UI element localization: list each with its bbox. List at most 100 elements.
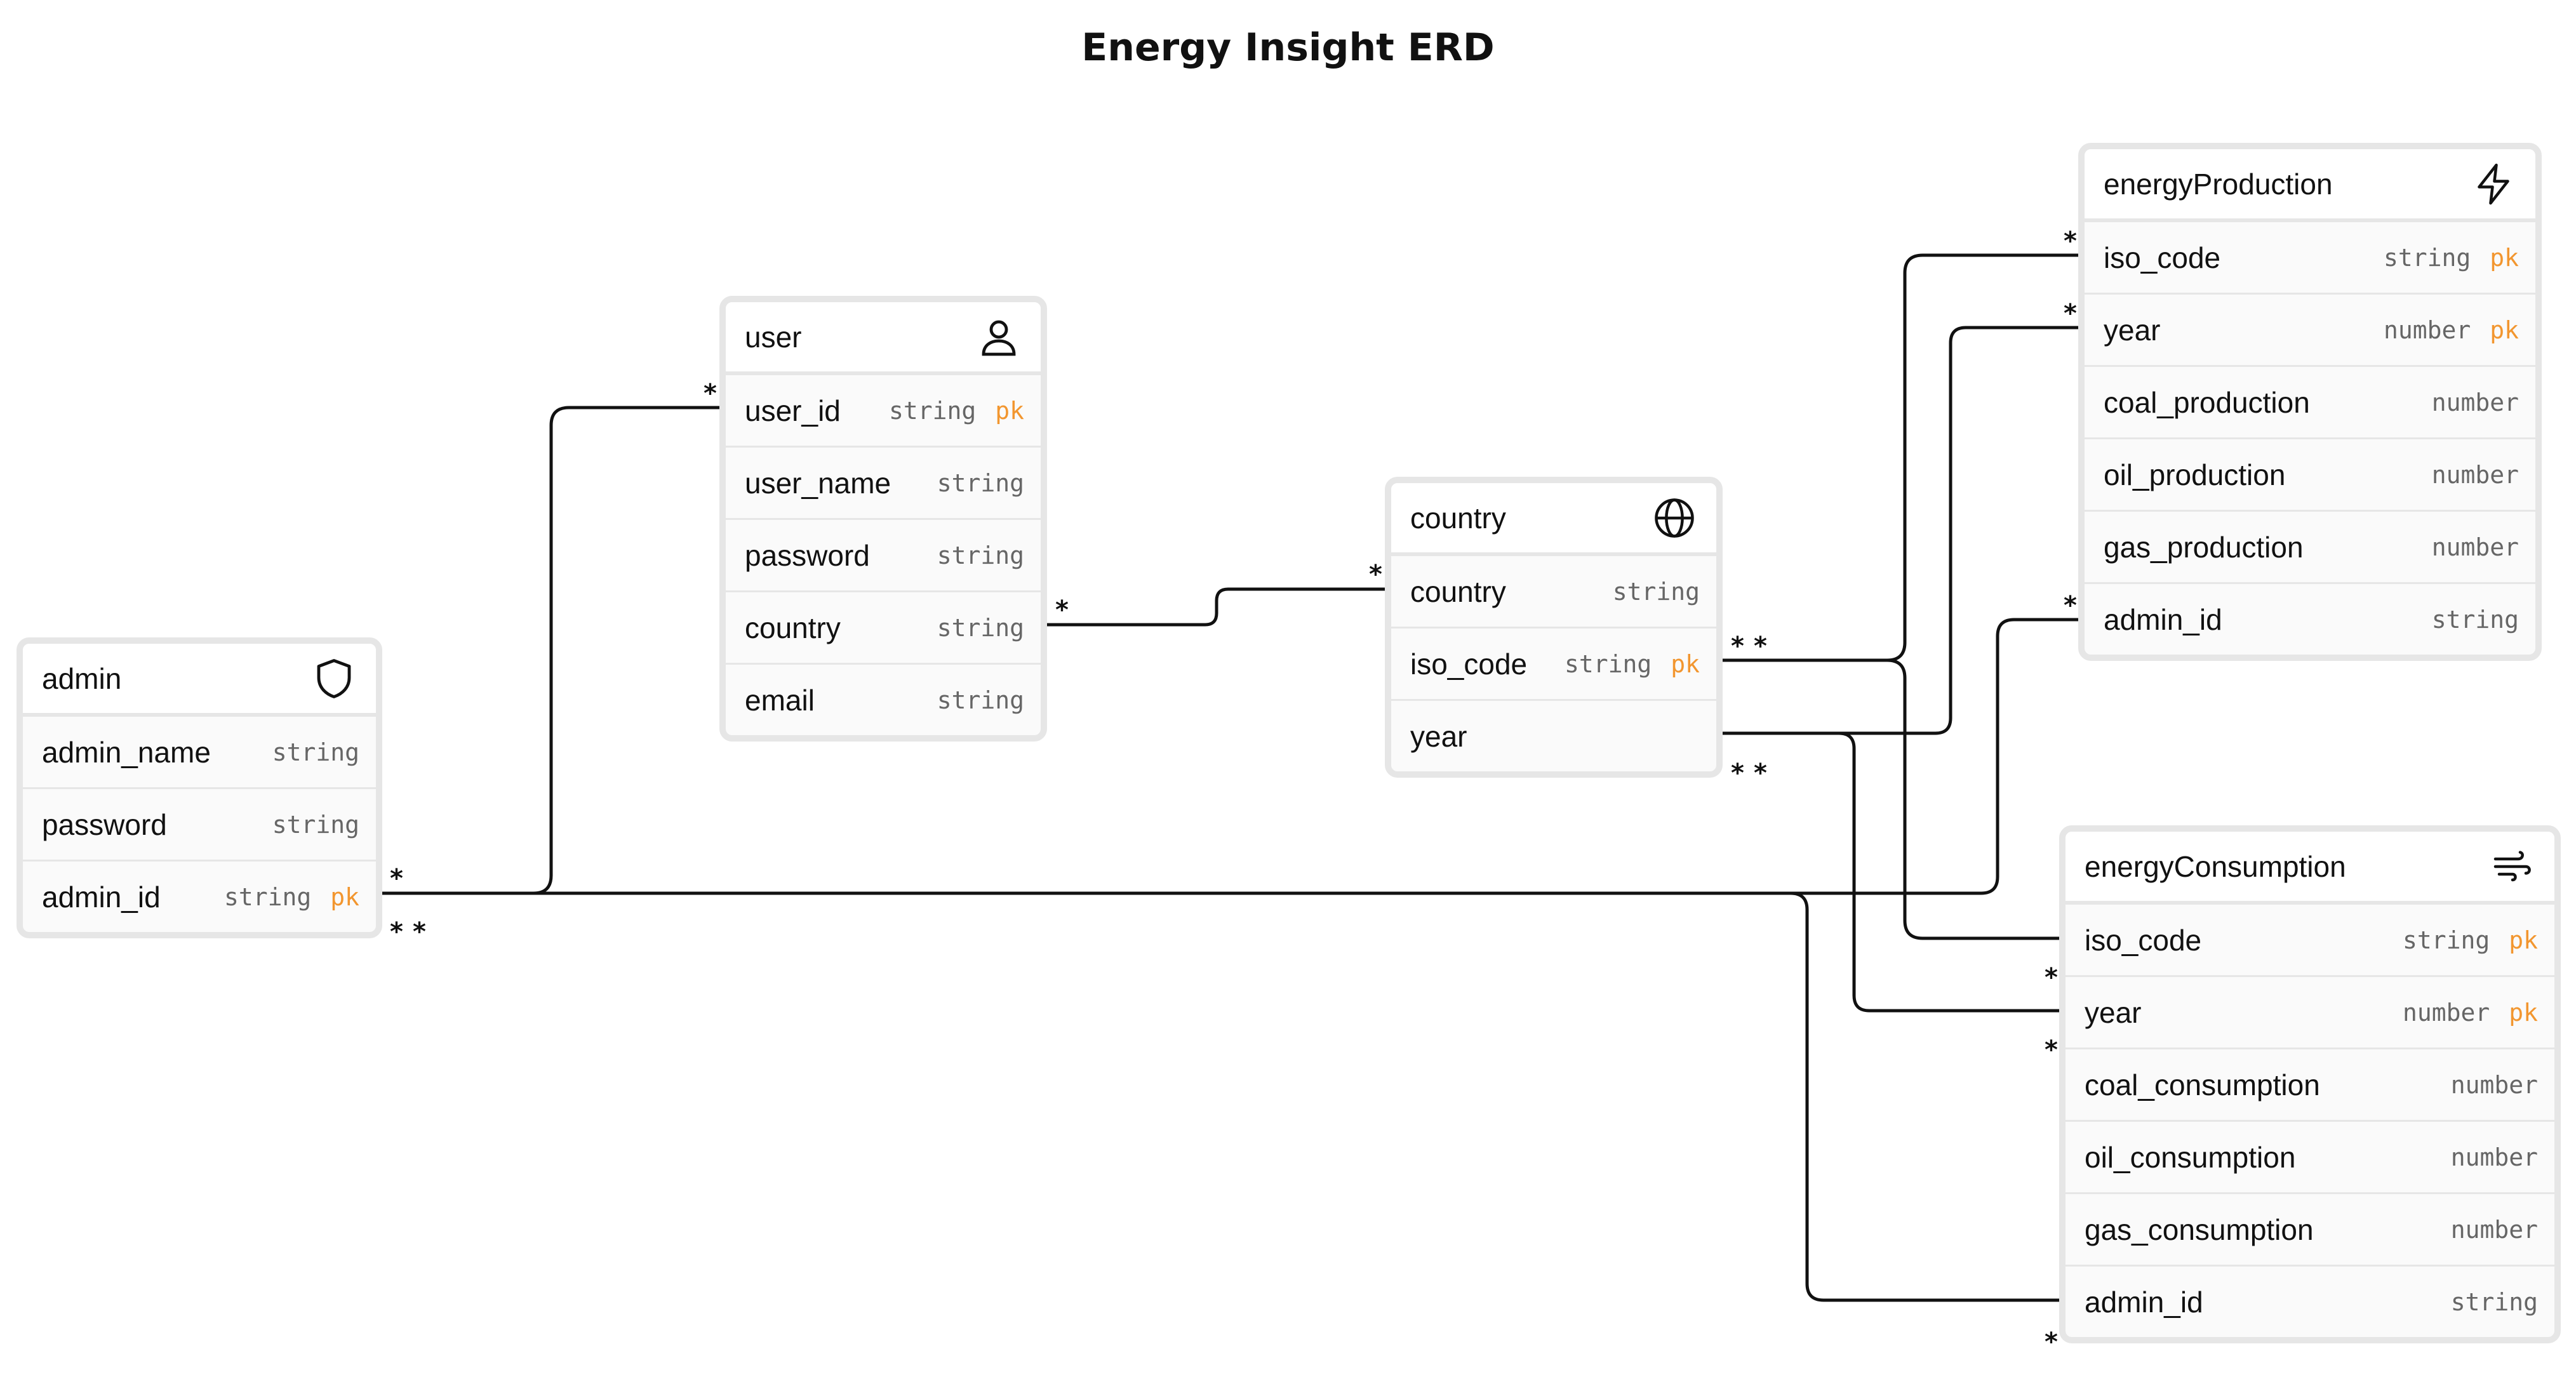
- cardinality-label: *: [1055, 595, 1069, 625]
- field-name: iso_code: [1410, 647, 1528, 681]
- field-type: number: [2450, 1143, 2538, 1171]
- table-energy-production[interactable]: energyProduction iso_code string pk year …: [2078, 143, 2542, 661]
- table-header: user: [726, 302, 1041, 373]
- cardinality-label: *: [2045, 963, 2058, 992]
- field-row[interactable]: oil_consumption number: [2065, 1120, 2554, 1192]
- field-name: user_name: [745, 466, 891, 500]
- table-name: energyConsumption: [2085, 849, 2346, 883]
- field-row[interactable]: year: [1391, 699, 1716, 771]
- field-name: country: [1410, 575, 1506, 608]
- table-name: country: [1410, 501, 1506, 535]
- field-row[interactable]: year number pk: [2065, 975, 2554, 1048]
- field-type: string: [937, 541, 1024, 569]
- field-row[interactable]: user_id string pk: [726, 373, 1041, 446]
- lightning-icon: [2468, 159, 2519, 210]
- cardinality-label: *: [2064, 227, 2077, 256]
- field-type: number: [2431, 533, 2519, 561]
- field-row[interactable]: user_name string: [726, 446, 1041, 518]
- cardinality-label: *: [1754, 759, 1767, 788]
- field-row[interactable]: country string: [726, 590, 1041, 663]
- cardinality-label: *: [413, 917, 426, 947]
- field-name: admin_id: [2085, 1285, 2203, 1319]
- field-type: string: [1564, 649, 1652, 678]
- field-name: admin_name: [42, 735, 211, 769]
- field-name: gas_consumption: [2085, 1213, 2314, 1246]
- table-header: energyConsumption: [2065, 832, 2554, 903]
- field-type: string: [224, 882, 312, 911]
- field-type: number: [2402, 998, 2490, 1027]
- field-name: year: [2085, 995, 2142, 1029]
- field-name: email: [745, 683, 815, 717]
- field-name: iso_code: [2104, 241, 2221, 274]
- field-name: admin_id: [42, 880, 161, 914]
- field-row[interactable]: year number pk: [2085, 293, 2535, 365]
- relation-country-production-iso: [1711, 253, 2090, 662]
- field-name: year: [1410, 719, 1467, 753]
- field-name: password: [42, 808, 167, 841]
- field-type: number: [2383, 316, 2471, 344]
- field-row[interactable]: admin_name string: [23, 715, 376, 787]
- cardinality-label: *: [1731, 759, 1744, 788]
- field-type: string: [937, 469, 1024, 497]
- field-type: number: [2450, 1215, 2538, 1244]
- primary-key-badge: pk: [2490, 316, 2519, 344]
- cardinality-label: *: [1754, 632, 1767, 661]
- cardinality-label: *: [390, 917, 403, 947]
- field-type: number: [2431, 460, 2519, 489]
- field-row[interactable]: coal_consumption number: [2065, 1048, 2554, 1120]
- field-row[interactable]: country string: [1391, 554, 1716, 627]
- field-type: string: [888, 396, 977, 425]
- field-type: number: [2431, 388, 2519, 416]
- field-type: string: [2450, 1287, 2538, 1316]
- field-type: string: [2402, 926, 2490, 954]
- field-name: password: [745, 538, 870, 572]
- relation-country-production-year: [1711, 326, 2090, 735]
- relation-admin-consumption: [370, 891, 2071, 1302]
- cardinality-label: *: [1369, 560, 1382, 589]
- field-type: string: [2431, 605, 2519, 634]
- cardinality-label: *: [390, 864, 403, 893]
- field-name: gas_production: [2104, 530, 2304, 564]
- field-type: string: [2383, 243, 2471, 272]
- field-name: coal_consumption: [2085, 1068, 2320, 1101]
- table-header: energyProduction: [2085, 149, 2535, 220]
- primary-key-badge: pk: [2490, 243, 2519, 272]
- cardinality-label: *: [2045, 1327, 2058, 1357]
- field-row[interactable]: admin_id string: [2065, 1265, 2554, 1337]
- cardinality-label: *: [2045, 1035, 2058, 1065]
- table-name: energyProduction: [2104, 167, 2333, 201]
- cardinality-label: *: [1731, 632, 1744, 661]
- field-type: string: [272, 810, 359, 839]
- table-header: admin: [23, 644, 376, 715]
- table-name: user: [745, 320, 802, 354]
- field-name: user_id: [745, 394, 841, 427]
- field-row[interactable]: gas_production number: [2085, 510, 2535, 582]
- field-row[interactable]: password string: [726, 518, 1041, 590]
- field-name: oil_production: [2104, 458, 2286, 491]
- diagram-title: Energy Insight ERD: [1081, 25, 1495, 70]
- field-row[interactable]: iso_code string pk: [2085, 220, 2535, 293]
- field-row[interactable]: oil_production number: [2085, 437, 2535, 510]
- primary-key-badge: pk: [995, 396, 1024, 425]
- field-type: string: [937, 686, 1024, 714]
- primary-key-badge: pk: [2509, 998, 2538, 1027]
- table-header: country: [1391, 483, 1716, 554]
- relation-admin-production: [370, 618, 2090, 895]
- field-name: oil_consumption: [2085, 1140, 2296, 1174]
- field-row[interactable]: email string: [726, 663, 1041, 735]
- relation-country-consumption-iso: [1711, 658, 2071, 940]
- primary-key-badge: pk: [2509, 926, 2538, 954]
- relation-user-country: [1035, 587, 1397, 627]
- field-row[interactable]: password string: [23, 787, 376, 860]
- table-user[interactable]: user user_id string pk user_name string p…: [719, 296, 1047, 742]
- field-row[interactable]: admin_id string: [2085, 582, 2535, 655]
- field-name: year: [2104, 313, 2161, 347]
- table-admin[interactable]: admin admin_name string password string …: [17, 637, 382, 938]
- field-row[interactable]: coal_production number: [2085, 365, 2535, 437]
- field-row[interactable]: gas_consumption number: [2065, 1192, 2554, 1265]
